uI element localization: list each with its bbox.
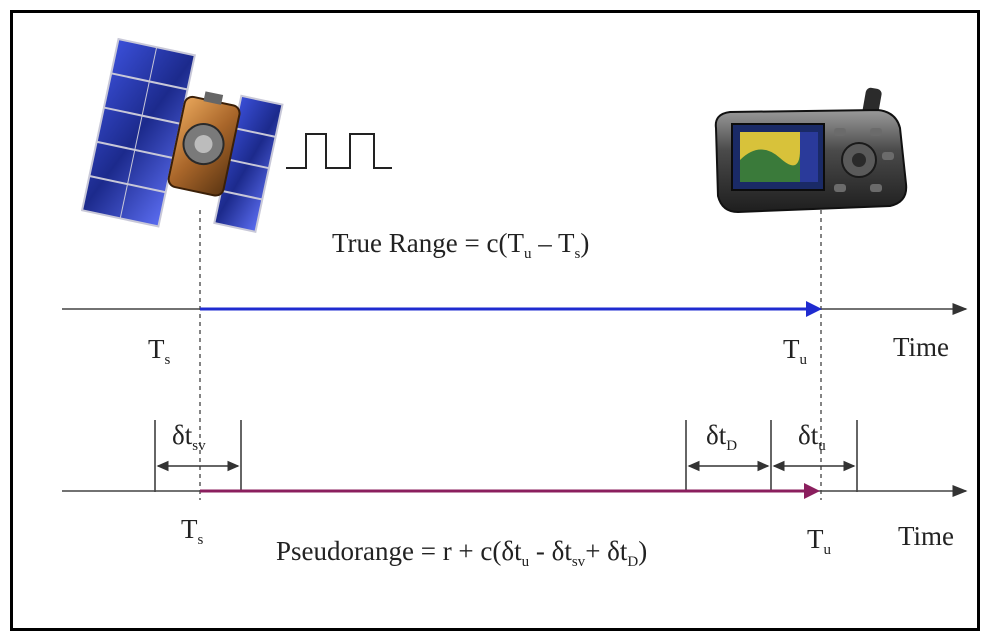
- top-time-label: Time: [893, 332, 949, 362]
- diagram-canvas: True Range = c(Tu – Ts) Ts Tu Time δtsv …: [62, 37, 968, 570]
- pulse-signal-icon: [286, 133, 392, 169]
- delta-d-label: δtD: [706, 420, 737, 454]
- delta-sv-bracket: [154, 420, 242, 492]
- true-range-arrowhead: [806, 301, 822, 317]
- gps-receiver-icon: [714, 87, 908, 214]
- diagram-frame: True Range = c(Tu – Ts) Ts Tu Time δtsv …: [10, 10, 980, 631]
- top-ts-label: Ts: [148, 334, 171, 368]
- satellite-icon: [80, 37, 284, 233]
- delta-d-bracket: [685, 420, 772, 492]
- pseudorange-arrowhead: [804, 483, 820, 499]
- top-tu-label: Tu: [783, 334, 808, 368]
- bottom-ts-label: Ts: [181, 514, 204, 548]
- bottom-tu-label: Tu: [807, 524, 832, 558]
- delta-u-label: δtu: [798, 420, 826, 454]
- bottom-time-label: Time: [898, 521, 954, 551]
- pseudorange-equation: Pseudorange = r + c(δtu - δtsv+ δtD): [276, 536, 647, 570]
- delta-u-bracket: [772, 420, 858, 492]
- true-range-equation: True Range = c(Tu – Ts): [332, 228, 589, 262]
- delta-sv-label: δtsv: [172, 420, 206, 454]
